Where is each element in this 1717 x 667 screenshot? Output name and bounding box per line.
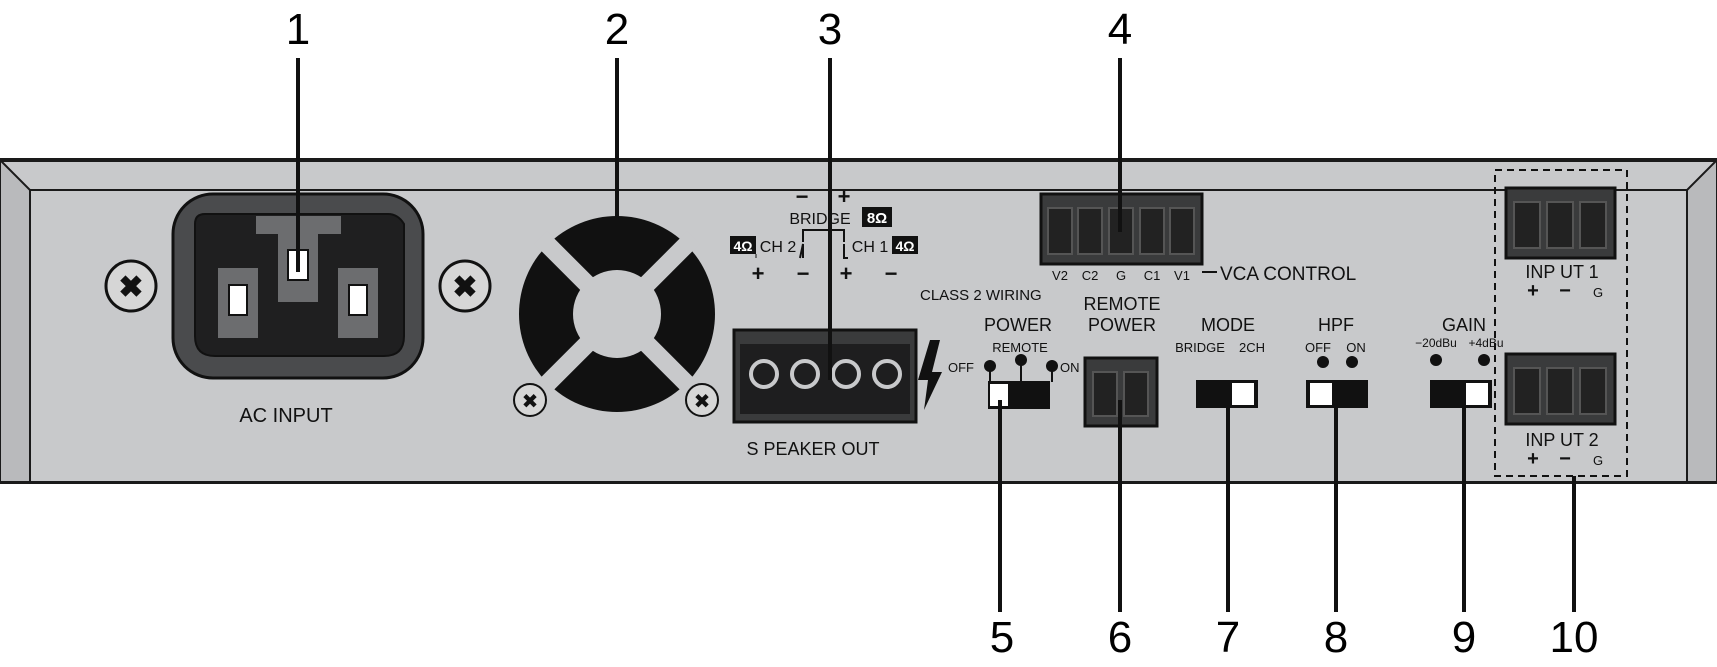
mode-label: MODE [1201,315,1255,335]
svg-text:✖: ✖ [118,271,143,304]
svg-text:8Ω: 8Ω [867,210,887,227]
svg-text:4Ω: 4Ω [895,238,914,254]
svg-text:CH 1: CH 1 [852,239,889,256]
svg-text:OFF: OFF [1305,340,1331,355]
vca-control-label: VCA CONTROL [1220,264,1356,285]
class2-wiring-label: CLASS 2 WIRING [920,287,1042,304]
svg-text:ON: ON [1060,360,1080,375]
ac-input-label: AC INPUT [239,405,332,427]
input-2-label: INP UT 2 [1525,430,1598,450]
vca-pin-label: C1 [1144,268,1161,283]
vca-pin-label: V2 [1052,268,1068,283]
gain-label: GAIN [1442,315,1486,335]
svg-text:CH 2: CH 2 [760,239,797,256]
ac-screw-left-icon: ✖ [104,259,158,313]
ac-input-socket[interactable] [171,192,425,380]
svg-text:−: − [796,184,809,209]
svg-text:−: − [797,261,810,286]
callout-4: 4 [1108,5,1132,54]
svg-text:BRIDGE: BRIDGE [789,211,850,228]
svg-text:+: + [752,261,765,286]
callout-1: 1 [286,5,310,54]
svg-text:✖: ✖ [522,391,539,413]
callout-6: 6 [1108,613,1132,662]
svg-text:G: G [1593,285,1603,300]
svg-text:✖: ✖ [694,391,711,413]
svg-text:−20dBu: −20dBu [1415,336,1457,350]
power-switch[interactable] [984,354,1058,409]
svg-text:BRIDGE: BRIDGE [1175,340,1225,355]
hpf-label: HPF [1318,315,1354,335]
lightning-warning-icon [918,340,942,410]
callout-10: 10 [1550,613,1599,662]
power-label: POWER [984,315,1052,335]
callout-leaders [296,58,1576,612]
callout-2: 2 [605,5,629,54]
fan-screw-right-icon: ✖ [685,383,719,417]
callout-7: 7 [1216,613,1240,662]
remote-power-label-2: POWER [1088,315,1156,335]
vca-pin-label: C2 [1082,268,1099,283]
svg-text:+: + [1527,448,1539,470]
inputs-dashed-border [1494,169,1628,477]
vca-pin-labels: V2 C2 G C1 V1 [1052,268,1190,283]
svg-text:4Ω: 4Ω [733,238,752,254]
input-1-label: INP UT 1 [1525,262,1598,282]
remote-power-label-1: REMOTE [1083,294,1160,314]
gain-switch[interactable] [1430,354,1492,408]
svg-text:+: + [1527,280,1539,302]
svg-text:REMOTE: REMOTE [992,340,1048,355]
callout-9: 9 [1452,613,1476,662]
svg-text:OFF: OFF [948,360,974,375]
svg-text:✖: ✖ [452,271,477,304]
svg-text:+: + [840,261,853,286]
svg-text:2CH: 2CH [1239,340,1265,355]
svg-text:G: G [1593,453,1603,468]
ac-screw-right-icon: ✖ [438,259,492,313]
fan-grille-icon [519,216,715,412]
vca-control-connector[interactable] [1039,192,1204,266]
callout-numbers: 1 2 3 4 5 6 7 8 9 10 [286,5,1599,662]
vca-pin-label: V1 [1174,268,1190,283]
svg-text:+4dBu: +4dBu [1468,336,1503,350]
hpf-switch[interactable] [1306,356,1368,408]
vca-pin-label: G [1116,268,1126,283]
svg-text:−: − [885,261,898,286]
speaker-wiring-labels: − + BRIDGE 8Ω 4Ω CH 2 CH 1 4Ω + − + − [730,184,918,286]
svg-text:−: − [1559,280,1571,302]
callout-3: 3 [818,5,842,54]
input-1-connector[interactable] [1504,186,1617,260]
input-2-connector[interactable] [1504,352,1617,426]
svg-text:+: + [838,184,851,209]
callout-8: 8 [1324,613,1348,662]
speaker-out-connector[interactable] [732,328,918,424]
callout-5: 5 [990,613,1014,662]
svg-text:ON: ON [1346,340,1366,355]
fan-screw-left-icon: ✖ [513,383,547,417]
svg-text:−: − [1559,448,1571,470]
speaker-out-label: S PEAKER OUT [746,439,879,459]
